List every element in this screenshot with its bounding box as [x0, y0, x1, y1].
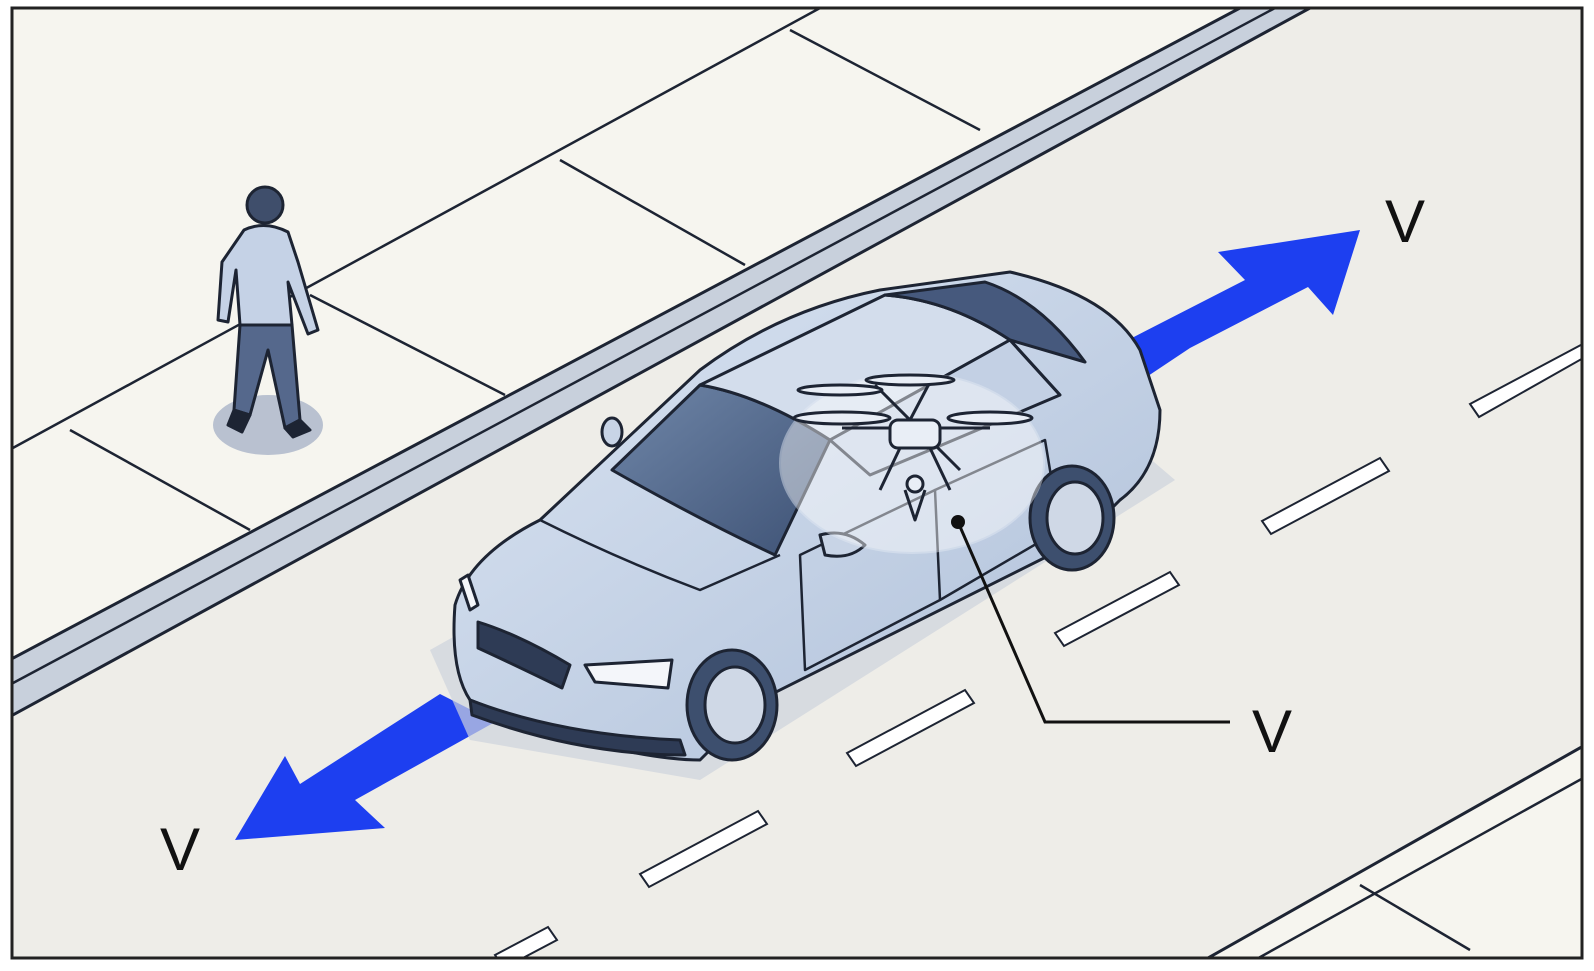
- velocity-arrow-forward: [1128, 230, 1360, 378]
- quadcopter-drone-icon: [792, 373, 1034, 522]
- far-sidewalk: [1204, 745, 1582, 958]
- drone-highlight: [779, 372, 1045, 554]
- frame-border: [10, 6, 1584, 960]
- velocity-label-forward: V: [1385, 188, 1425, 255]
- velocity-arrow-backward: [235, 694, 495, 840]
- sidewalk-joints: [12, 8, 981, 532]
- sedan-car-icon: [452, 270, 1162, 762]
- velocity-label-callout: V: [1252, 698, 1292, 765]
- callout-line: [956, 521, 1230, 724]
- velocity-label-backward: V: [160, 816, 200, 883]
- curb: [12, 8, 1311, 718]
- person-walking-icon: [216, 185, 320, 439]
- lane-markings: [493, 343, 1582, 958]
